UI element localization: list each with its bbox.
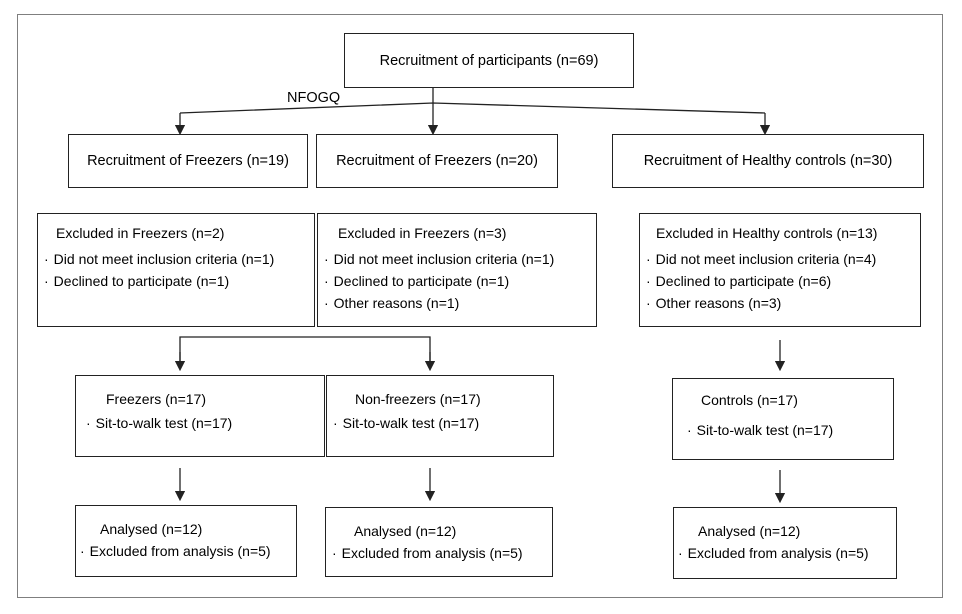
- excluded-item: Did not meet inclusion criteria (n=1): [324, 248, 596, 270]
- group-box-freezers: Freezers (n=17) Sit-to-walk test (n=17): [75, 375, 325, 457]
- group-title: Non-freezers (n=17): [355, 391, 481, 407]
- group-item: Sit-to-walk test (n=17): [687, 419, 893, 441]
- excluded-title: Excluded in Freezers (n=3): [338, 225, 507, 241]
- group-item: Sit-to-walk test (n=17): [86, 412, 324, 434]
- analysed-box-1: Analysed (n=12) Excluded from analysis (…: [75, 505, 297, 577]
- group-item: Sit-to-walk test (n=17): [333, 412, 553, 434]
- analysed-box-3: Analysed (n=12) Excluded from analysis (…: [673, 507, 897, 579]
- recruit-box-freezers-20: Recruitment of Freezers (n=20): [316, 134, 558, 188]
- recruit-title: Recruitment of Freezers (n=20): [336, 153, 538, 169]
- analysed-title: Analysed (n=12): [354, 523, 457, 539]
- analysed-title: Analysed (n=12): [100, 521, 203, 537]
- excluded-box-3: Excluded in Healthy controls (n=13) Did …: [639, 213, 921, 327]
- excluded-item: Declined to participate (n=6): [646, 270, 920, 292]
- excluded-item: Did not meet inclusion criteria (n=4): [646, 248, 920, 270]
- analysed-item: Excluded from analysis (n=5): [332, 542, 552, 564]
- recruit-box-healthy-controls: Recruitment of Healthy controls (n=30): [612, 134, 924, 188]
- connector-split: [179, 336, 431, 364]
- group-box-controls: Controls (n=17) Sit-to-walk test (n=17): [672, 378, 894, 460]
- recruit-box-freezers-19: Recruitment of Freezers (n=19): [68, 134, 308, 188]
- excluded-title: Excluded in Freezers (n=2): [56, 225, 225, 241]
- excluded-item: Did not meet inclusion criteria (n=1): [44, 248, 314, 270]
- excluded-item: Other reasons (n=3): [646, 292, 920, 314]
- analysed-item: Excluded from analysis (n=5): [678, 542, 896, 564]
- nfogq-label: NFOGQ: [287, 90, 341, 106]
- group-box-non-freezers: Non-freezers (n=17) Sit-to-walk test (n=…: [326, 375, 554, 457]
- excluded-title: Excluded in Healthy controls (n=13): [656, 225, 878, 241]
- analysed-title: Analysed (n=12): [698, 523, 801, 539]
- group-title: Controls (n=17): [701, 392, 798, 408]
- analysed-box-2: Analysed (n=12) Excluded from analysis (…: [325, 507, 553, 577]
- excluded-item: Declined to participate (n=1): [44, 270, 314, 292]
- diagram-frame: [17, 14, 943, 598]
- excluded-box-2: Excluded in Freezers (n=3) Did not meet …: [317, 213, 597, 327]
- analysed-item: Excluded from analysis (n=5): [80, 540, 296, 562]
- recruitment-title: Recruitment of participants (n=69): [379, 52, 599, 69]
- group-title: Freezers (n=17): [106, 391, 206, 407]
- recruit-title: Recruitment of Healthy controls (n=30): [643, 153, 893, 169]
- excluded-item: Other reasons (n=1): [324, 292, 596, 314]
- connector-branch: [179, 102, 766, 114]
- recruitment-box: Recruitment of participants (n=69): [344, 33, 634, 88]
- recruit-title: Recruitment of Freezers (n=19): [87, 153, 289, 169]
- excluded-box-1: Excluded in Freezers (n=2) Did not meet …: [37, 213, 315, 327]
- excluded-item: Declined to participate (n=1): [324, 270, 596, 292]
